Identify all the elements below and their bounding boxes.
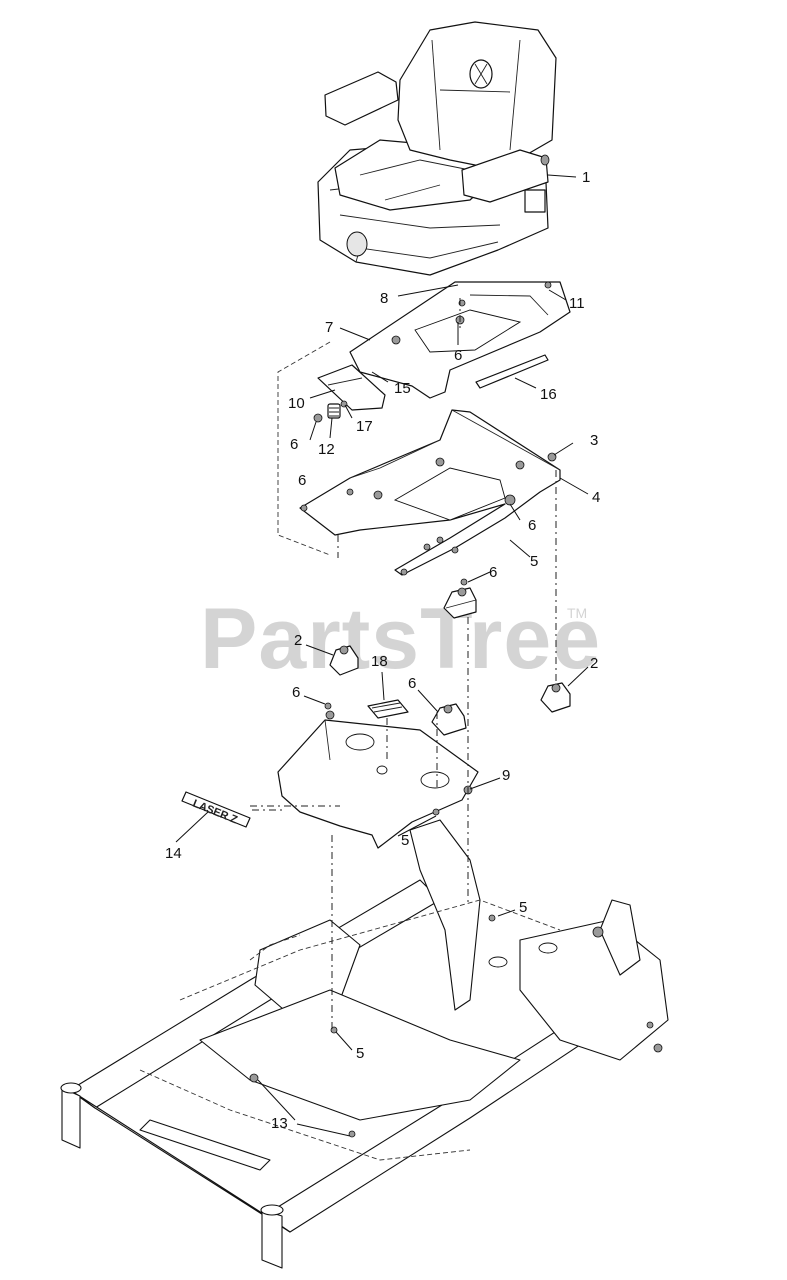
seat-mount-plate[interactable] (299, 409, 561, 576)
isolator-mount-right[interactable] (540, 682, 571, 713)
callout-17[interactable]: 17 (356, 418, 373, 435)
isolator-mount-front[interactable] (431, 703, 467, 736)
callout-12[interactable]: 12 (318, 441, 335, 458)
assembly-boundary (277, 341, 331, 556)
callout-5[interactable]: 5 (356, 1045, 364, 1062)
leader-lines (175, 174, 589, 1137)
watermark-trademark: TM (567, 605, 587, 621)
nut-6[interactable] (300, 504, 308, 512)
decal[interactable] (367, 699, 409, 719)
callout-6[interactable]: 6 (290, 436, 298, 453)
emblem-text: LASER Z (191, 798, 239, 827)
spring[interactable] (327, 403, 341, 419)
callout-16[interactable]: 16 (540, 386, 557, 403)
nut[interactable] (313, 413, 323, 423)
isolator-mount-left[interactable] (329, 645, 359, 676)
callout-8[interactable]: 8 (380, 290, 388, 307)
callout-7[interactable]: 7 (325, 319, 333, 336)
callout-5[interactable]: 5 (519, 899, 527, 916)
nut-6c[interactable] (324, 702, 332, 710)
callout-13[interactable]: 13 (271, 1115, 288, 1132)
callout-2[interactable]: 2 (590, 655, 598, 672)
callout-6[interactable]: 6 (489, 564, 497, 581)
callout-6[interactable]: 6 (528, 517, 536, 534)
callout-4[interactable]: 4 (592, 489, 600, 506)
callout-6[interactable]: 6 (408, 675, 416, 692)
callout-labels: 1 8 11 7 6 15 16 10 17 6 12 3 4 6 6 5 6 … (165, 169, 600, 1132)
callout-10[interactable]: 10 (288, 395, 305, 412)
callout-1[interactable]: 1 (582, 169, 590, 186)
callout-5[interactable]: 5 (401, 832, 409, 849)
callout-5[interactable]: 5 (530, 553, 538, 570)
callout-6[interactable]: 6 (292, 684, 300, 701)
callout-15[interactable]: 15 (394, 380, 411, 397)
callout-9[interactable]: 9 (502, 767, 510, 784)
nut-6b[interactable] (460, 578, 468, 586)
watermark: PartsTree (200, 591, 601, 687)
isolator-mount-rear[interactable] (443, 587, 477, 619)
callout-14[interactable]: 14 (165, 845, 182, 862)
slide-rod[interactable] (475, 354, 549, 389)
seat-support-panel[interactable] (277, 710, 479, 849)
callout-11[interactable]: 11 (569, 295, 585, 312)
callout-2[interactable]: 2 (294, 632, 302, 649)
callout-6[interactable]: 6 (454, 347, 462, 364)
callout-18[interactable]: 18 (371, 653, 388, 670)
chassis-frame[interactable] (60, 819, 669, 1269)
callout-3[interactable]: 3 (590, 432, 598, 449)
callout-6[interactable]: 6 (298, 472, 306, 489)
seat[interactable] (317, 21, 557, 276)
emblem[interactable]: LASER Z (181, 791, 251, 828)
